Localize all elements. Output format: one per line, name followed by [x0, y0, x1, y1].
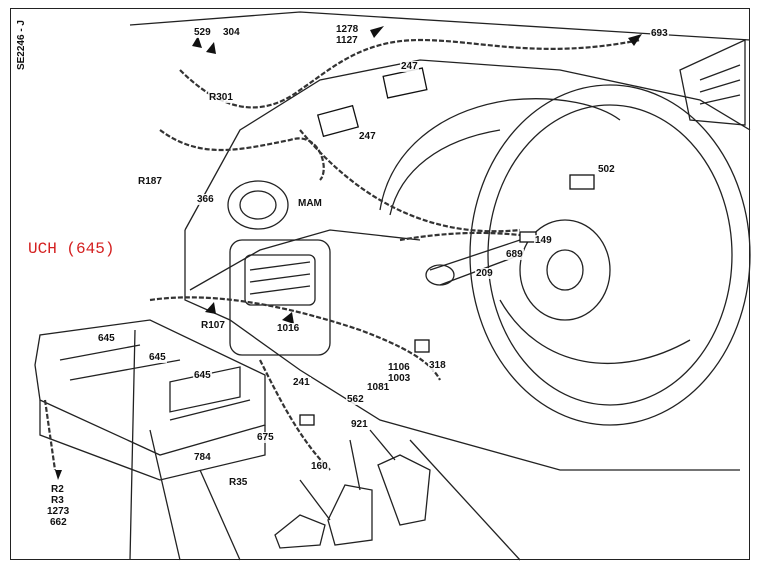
- label-502: 502: [597, 164, 616, 175]
- drawing-code: SE2246 - J: [16, 20, 27, 71]
- uch-module: [34, 319, 266, 456]
- label-662: 662: [49, 517, 68, 528]
- harness-centre: [299, 129, 521, 233]
- right-vent: [679, 38, 746, 126]
- arrow-304: [206, 42, 216, 54]
- label-1278: 1278: [335, 24, 360, 35]
- label-1106: 1106: [387, 362, 411, 373]
- pedal-right: [377, 454, 431, 526]
- label-693: 693: [650, 28, 669, 39]
- label-R187: R187: [137, 176, 163, 187]
- label-1081: 1081: [366, 382, 391, 393]
- diagram-frame: [10, 8, 750, 560]
- harness-upper: [179, 38, 641, 109]
- arrow-1278: [370, 26, 384, 38]
- pedal-left: [274, 514, 326, 549]
- harness-floor: [259, 359, 331, 471]
- arrow-693: [628, 34, 642, 46]
- connector-247a: [382, 67, 428, 99]
- steering-hub: [519, 219, 611, 321]
- label-562: 562: [346, 394, 365, 405]
- harness-uch-exit: [43, 399, 57, 471]
- label-R301: R301: [208, 92, 234, 103]
- label-247-upper: 247: [400, 61, 419, 72]
- dashboard-body: [184, 230, 740, 471]
- label-R107: R107: [200, 320, 226, 331]
- steering-wheel-outer: [469, 84, 751, 426]
- label-529: 529: [193, 27, 212, 38]
- label-247-lower: 247: [358, 131, 377, 142]
- label-921: 921: [350, 419, 369, 430]
- speaker: [227, 180, 289, 230]
- connector-502: [569, 174, 595, 190]
- arrow-R2: [55, 470, 62, 480]
- label-160: 160: [310, 461, 329, 472]
- arrow-529: [192, 36, 202, 48]
- label-149: 149: [534, 235, 553, 246]
- arrow-R107: [205, 302, 216, 314]
- connector-921: [299, 414, 315, 426]
- arrow-1016: [282, 312, 294, 324]
- uch-highlight-label: UCH (645): [28, 240, 115, 258]
- dashboard-top-line: [184, 59, 751, 231]
- label-675: 675: [256, 432, 275, 443]
- connector-247b: [316, 104, 360, 138]
- harness-lower: [149, 296, 441, 381]
- label-241: 241: [292, 377, 311, 388]
- windscreen-edge: [129, 11, 751, 41]
- label-1127: 1127: [335, 35, 359, 46]
- pedal-middle: [327, 484, 373, 546]
- label-1273: 1273: [46, 506, 71, 517]
- label-689: 689: [505, 249, 524, 260]
- label-R3: R3: [50, 495, 65, 506]
- harness-left: [159, 129, 325, 181]
- label-1003: 1003: [387, 373, 412, 384]
- label-R35: R35: [228, 477, 249, 488]
- steering-wheel-inner: [487, 104, 733, 406]
- connector-318: [414, 339, 430, 353]
- label-209: 209: [475, 268, 494, 279]
- label-318: 318: [428, 360, 447, 371]
- harness-column: [399, 231, 521, 242]
- instrument-hood: [379, 98, 621, 211]
- label-R2: R2: [50, 484, 65, 495]
- label-645-right: 645: [193, 370, 212, 381]
- centre-vent: [229, 239, 331, 356]
- label-366: 366: [196, 194, 215, 205]
- label-645-middle: 645: [148, 352, 167, 363]
- label-304: 304: [222, 27, 241, 38]
- steering-spoke: [499, 299, 691, 365]
- label-MAM: MAM: [297, 198, 323, 209]
- label-784: 784: [193, 452, 212, 463]
- label-645-left: 645: [97, 333, 116, 344]
- label-1016: 1016: [276, 323, 301, 334]
